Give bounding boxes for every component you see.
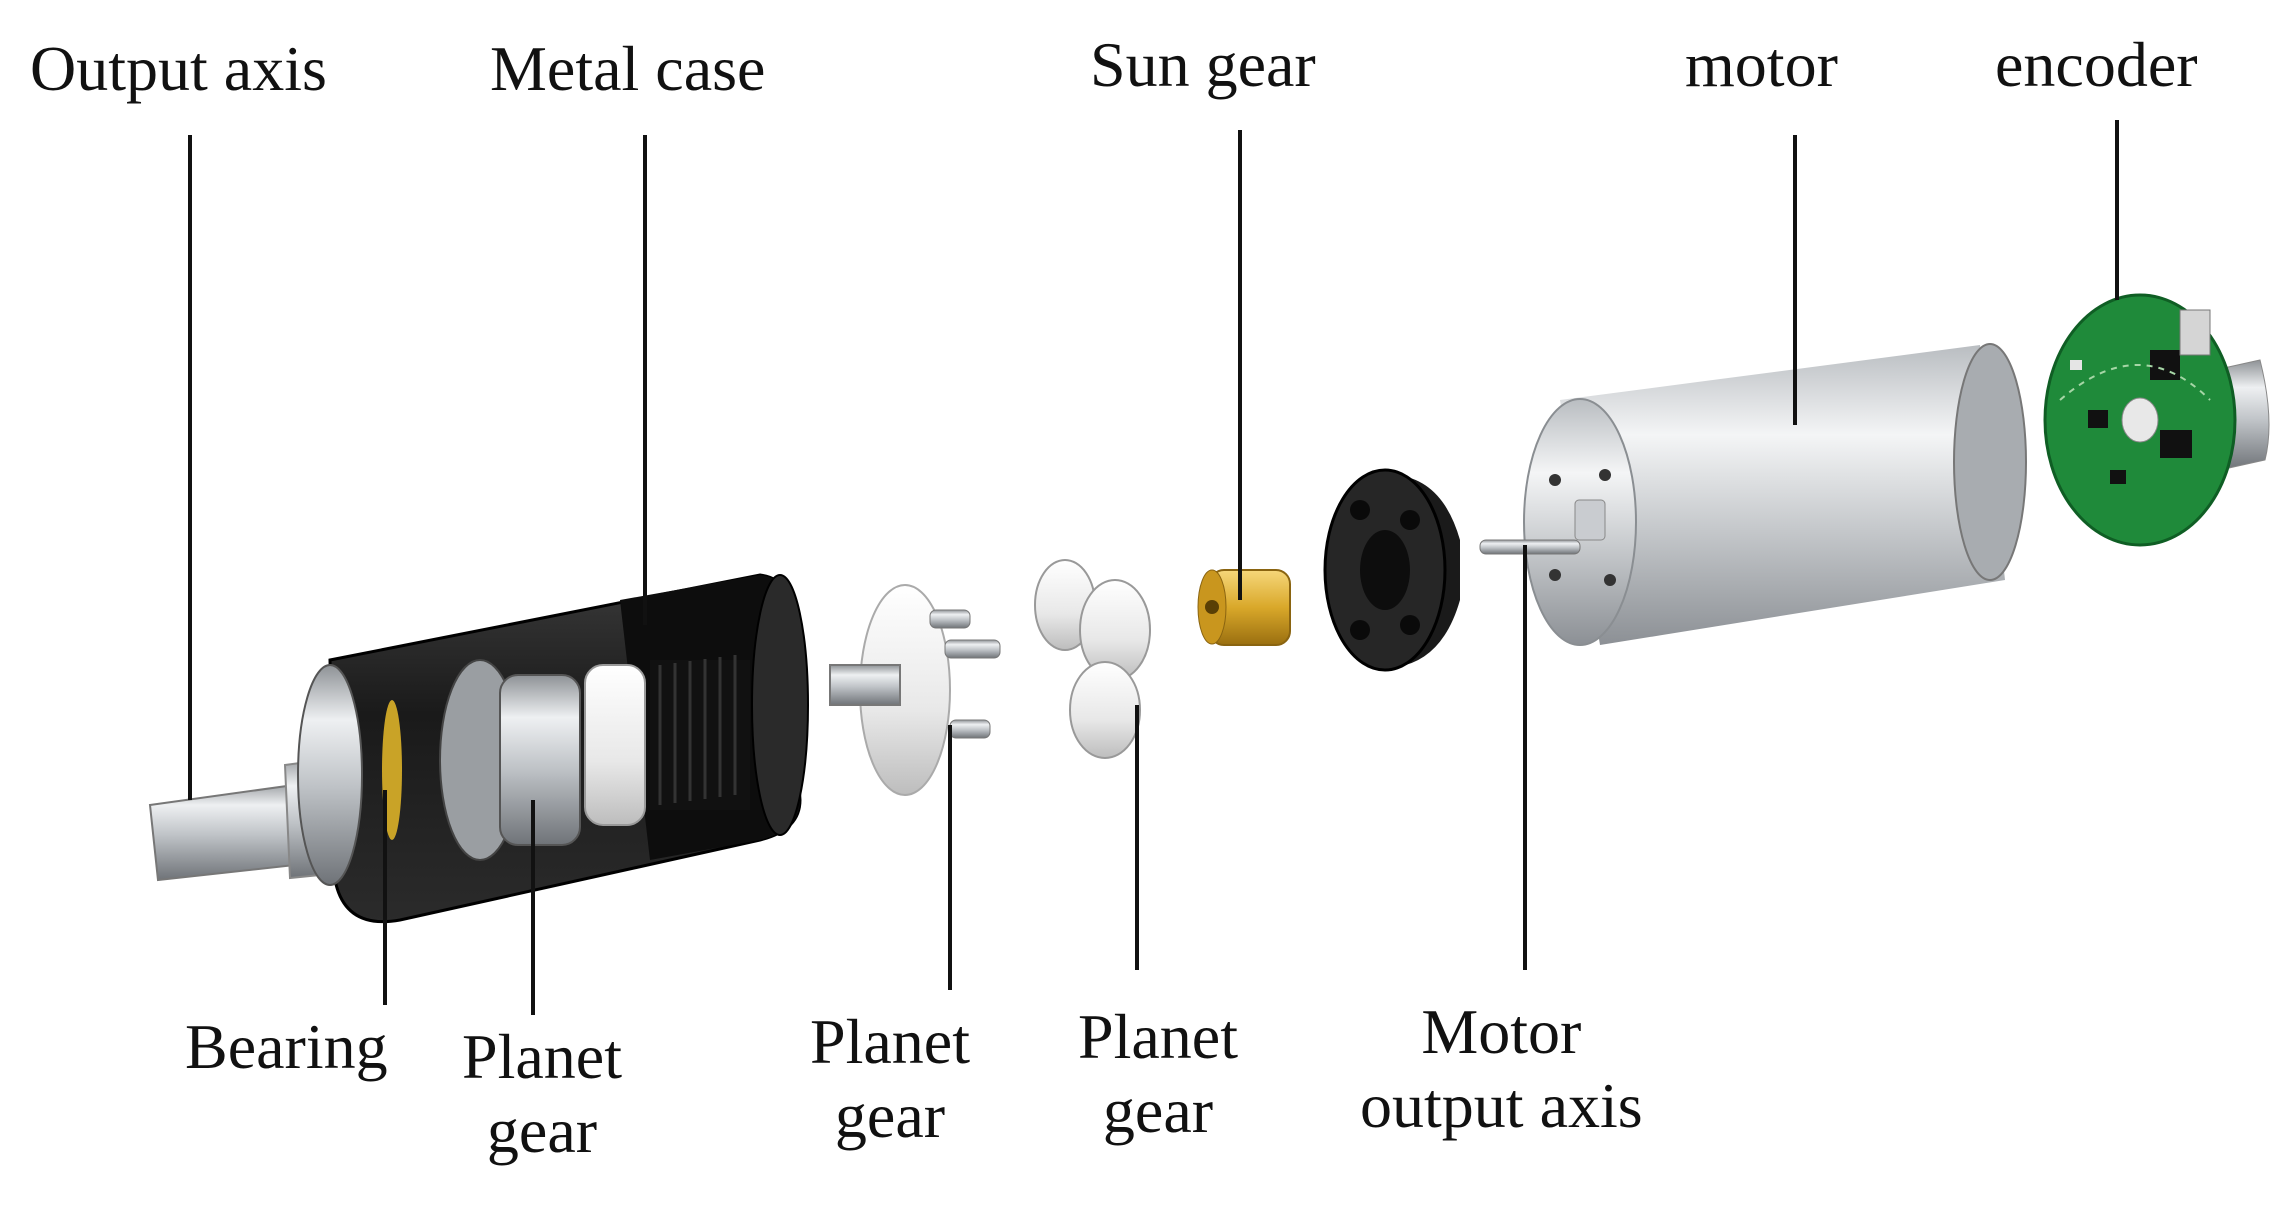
label-motor: motor — [1685, 29, 1838, 100]
motor-flange — [1323, 468, 1460, 672]
sun-gear — [1197, 569, 1291, 646]
label-planet-gear-3: Planet gear — [1078, 1001, 1238, 1146]
label-output-axis: Output axis — [30, 33, 327, 104]
label-sun-gear: Sun gear — [1090, 29, 1316, 100]
motor-body — [1479, 343, 2027, 646]
leader-lines — [188, 120, 2119, 1015]
label-motor-output-axis: Motor output axis — [1360, 996, 1643, 1141]
planet-carrier — [829, 584, 1001, 796]
label-planet-gear-2: Planet gear — [810, 1006, 970, 1151]
planet-gears — [1034, 559, 1151, 759]
encoder-pcb — [2043, 293, 2270, 547]
label-bearing: Bearing — [185, 1011, 388, 1082]
label-planet-gear-1: Planet gear — [462, 1021, 622, 1166]
label-metal-case: Metal case — [490, 33, 766, 104]
metal-case — [297, 573, 809, 924]
label-encoder: encoder — [1995, 29, 2198, 100]
